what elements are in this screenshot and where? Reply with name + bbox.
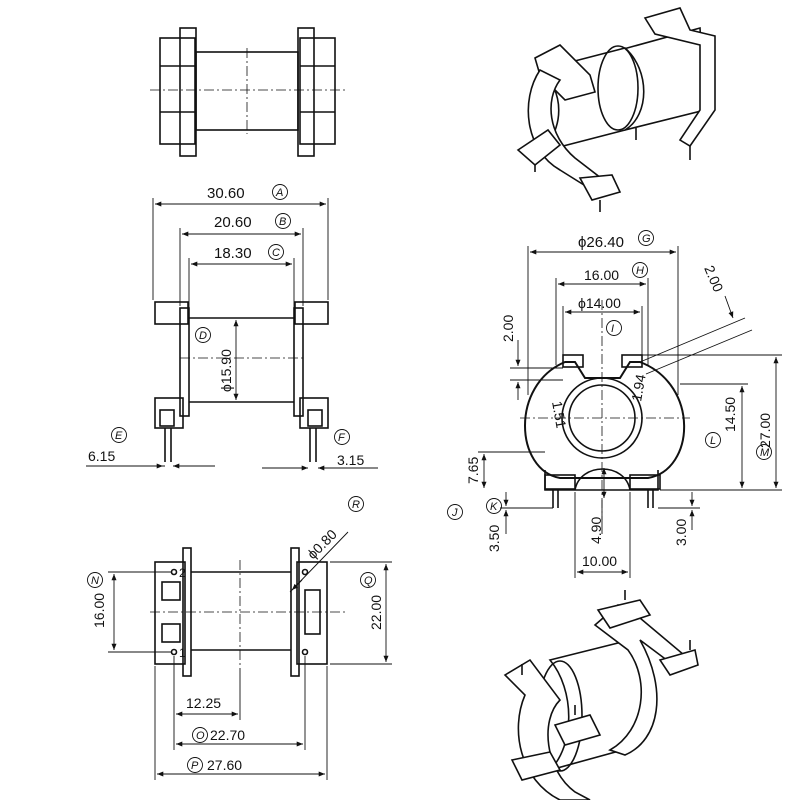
- callout-m: [756, 444, 772, 460]
- callout-k: [486, 498, 502, 514]
- callout-g-label: G: [642, 233, 651, 245]
- dim-q-value: 3.50: [486, 525, 502, 552]
- right-flange: [299, 37, 336, 145]
- dim-s-value: 3.00: [673, 519, 689, 546]
- callout-r: [348, 496, 364, 512]
- callout-i: [606, 320, 622, 336]
- dim-f-value: 3.15: [337, 452, 364, 468]
- callout-f: [334, 429, 350, 445]
- callout-j-label: J: [451, 507, 458, 519]
- callout-c-label: C: [272, 247, 280, 259]
- top-view: [150, 27, 345, 157]
- callout-n: [87, 572, 103, 588]
- callout-l-label: L: [710, 435, 716, 447]
- left-flange: [159, 37, 196, 145]
- left-flange-edge: [179, 27, 197, 157]
- callout-d: [195, 327, 211, 343]
- dim-r-value: 4.90: [588, 517, 604, 544]
- callout-o-label: O: [196, 730, 205, 742]
- callout-r-label: R: [352, 499, 360, 511]
- dim-b-value: 20.60: [214, 214, 252, 231]
- callout-m-label: M: [760, 447, 770, 459]
- callout-i-label: I: [611, 323, 614, 335]
- dim-k-value: 2.00: [701, 263, 726, 295]
- isometric-view-top: [516, 7, 716, 212]
- dim-p-value: 7.65: [465, 457, 481, 484]
- dim-a-value: 30.60: [207, 185, 245, 202]
- callout-n-label: N: [91, 575, 99, 587]
- dim-v-value: 22.00: [368, 595, 384, 630]
- dim-t-value: 10.00: [582, 553, 617, 569]
- callout-b: [275, 213, 291, 229]
- callout-g: [638, 230, 654, 246]
- dim-z-value: 27.60: [207, 757, 242, 773]
- callout-p: [187, 757, 203, 773]
- side-flange-outline: [524, 361, 686, 479]
- callout-d-label: D: [199, 330, 207, 342]
- callout-f-label: F: [338, 432, 346, 444]
- callout-q-label: Q: [364, 575, 373, 587]
- dim-i-value: ϕ14.00: [578, 295, 621, 311]
- dim-w-value: ϕ0.80: [304, 526, 340, 562]
- dim-e-value: 6.15: [88, 448, 115, 464]
- dim-o-value: 1.94: [628, 373, 649, 403]
- front-view: 30.60 A 20.60 B 18.30 C ϕ15.90 D 6.15 E: [86, 184, 378, 471]
- side-view: ϕ26.40 G 16.00 H ϕ14.00 I 2.00 2.00 27.0…: [447, 230, 782, 578]
- dim-h-value: 16.00: [584, 267, 619, 283]
- isometric-view-bottom: [503, 590, 699, 801]
- callout-e: [111, 427, 127, 443]
- dim-d-value: ϕ15.90: [218, 349, 234, 392]
- callout-h: [632, 262, 648, 278]
- callout-h-label: H: [636, 265, 644, 277]
- callout-e-label: E: [115, 430, 123, 442]
- callout-b-label: B: [279, 216, 286, 228]
- dim-j-value: 2.00: [500, 315, 516, 342]
- callout-o: [192, 727, 208, 743]
- callout-p-label: P: [191, 760, 199, 772]
- callout-c: [268, 244, 284, 260]
- bottom-view: 2 1 16.00 N 22.00 Q ϕ0.80 R 12.25 22.70: [87, 496, 392, 780]
- callout-a-label: A: [275, 187, 283, 199]
- dim-l-value: 14.50: [722, 397, 738, 432]
- pin-2-label: 2: [179, 566, 186, 580]
- dim-m-value: 27.00: [757, 413, 773, 448]
- callout-q: [360, 572, 376, 588]
- dim-x-value: 12.25: [186, 695, 221, 711]
- dim-y-value: 22.70: [210, 727, 245, 743]
- callout-k-label: K: [490, 501, 498, 513]
- dim-c-value: 18.30: [214, 245, 252, 262]
- dim-g-value: ϕ26.40: [578, 234, 624, 251]
- dim-n-value: 1.51: [549, 400, 570, 430]
- callout-l: [705, 432, 721, 448]
- pin-1-label: 1: [179, 646, 186, 660]
- callout-j: [447, 504, 463, 520]
- dim-u-value: 16.00: [91, 593, 107, 628]
- callout-a: [272, 184, 288, 200]
